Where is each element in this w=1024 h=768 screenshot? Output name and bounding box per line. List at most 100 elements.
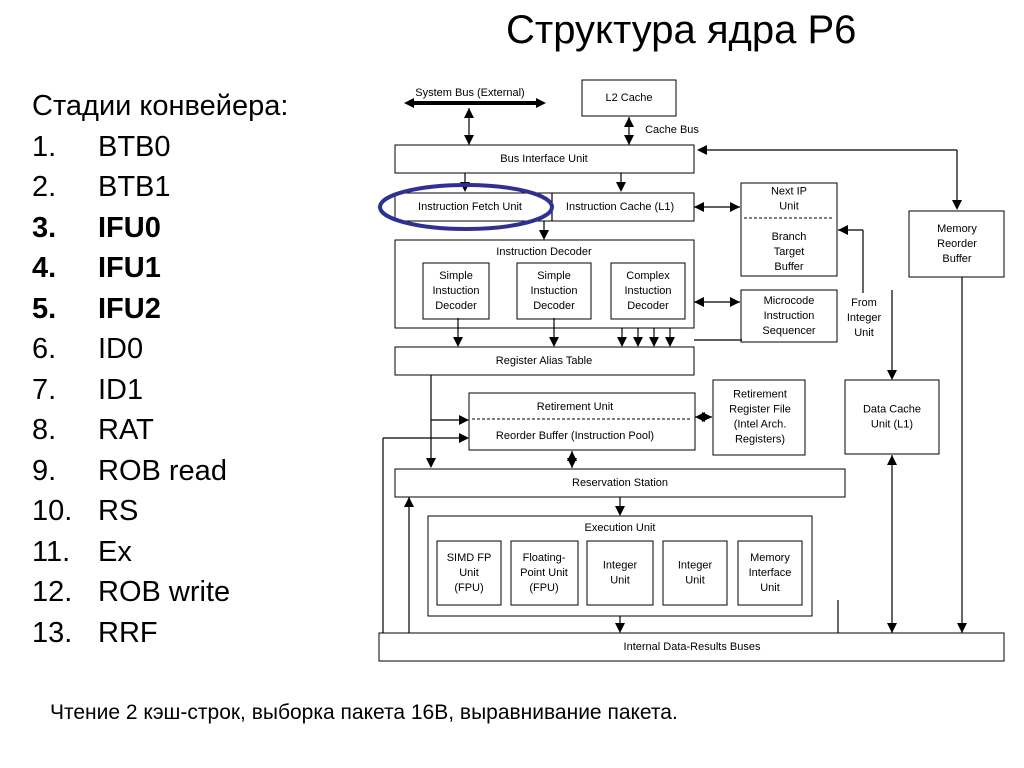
retirement-register-file-label: Registers) (735, 433, 785, 445)
arrowhead (838, 225, 848, 235)
btb-label: Buffer (774, 261, 803, 273)
next-ip-label: Next IP (771, 185, 807, 197)
stage-item: 8.RAT (32, 410, 288, 451)
simple-decoder-1-label: Decoder (435, 300, 477, 312)
internal-buses-box (378, 632, 1005, 662)
microcode-sequencer-label: Sequencer (762, 325, 816, 337)
stage-label: IFU1 (98, 252, 161, 284)
system-bus-arrow-left (404, 98, 414, 108)
stage-item: 12. ROB write (32, 572, 288, 613)
arrowhead (730, 297, 740, 307)
microcode-sequencer-label: Microcode (764, 295, 815, 307)
floating-point-unit-label: (FPU) (529, 582, 558, 594)
stage-label: ROB write (98, 576, 231, 608)
simple-decoder-2-label: Decoder (533, 300, 575, 312)
arrowhead (957, 623, 967, 633)
system-bus-label: System Bus (External) (415, 87, 524, 99)
stage-number: 5. (32, 292, 57, 325)
next-ip-box (740, 182, 838, 277)
stage-number: 2. (32, 171, 57, 203)
bus-interface-unit-box (394, 144, 695, 174)
retirement-register-file-label: Register File (729, 403, 791, 415)
cache-bus-label: Cache Bus (645, 124, 699, 136)
stage-number: 3. (32, 211, 57, 244)
slide-title: Структура ядра P6 (506, 8, 857, 52)
register-alias-table-box (394, 346, 695, 376)
arrowhead (665, 337, 675, 347)
arrowhead (464, 135, 474, 145)
memory-reorder-buffer-label: Memory (937, 223, 977, 235)
data-cache-unit-box (844, 379, 940, 455)
retirement-register-file-box (712, 379, 806, 456)
microcode-sequencer-box (740, 289, 838, 343)
arrowhead (624, 117, 634, 127)
instruction-decoder-label: Instruction Decoder (496, 246, 592, 258)
simple-decoder-2-label: Simple (537, 270, 571, 282)
arrowhead (616, 182, 626, 192)
arrowhead (952, 200, 962, 210)
arrowhead (633, 337, 643, 347)
arrowhead (624, 135, 634, 145)
floating-point-unit-box (510, 540, 579, 606)
complex-decoder-box (610, 262, 686, 320)
stage-item: 2.BTB1 (32, 167, 288, 208)
l2-cache-box (581, 79, 677, 117)
memory-reorder-buffer-label: Reorder (937, 238, 977, 250)
arrowhead (617, 337, 627, 347)
stage-label: IFU2 (98, 292, 161, 325)
complex-decoder-label: Complex (626, 270, 670, 282)
stage-number: 12. (32, 576, 73, 608)
arrowhead (695, 412, 705, 422)
arrowhead (615, 506, 625, 516)
memory-interface-unit-label: Memory (750, 552, 790, 564)
stage-label: ID0 (98, 333, 144, 365)
memory-interface-unit-box (737, 540, 803, 606)
stage-number: 11. (32, 535, 71, 568)
simple-decoder-1-box (422, 262, 490, 320)
retirement-register-file-label: Retirement (733, 388, 787, 400)
memory-reorder-buffer-box (908, 210, 1005, 278)
stage-item: 13.RRF (32, 613, 288, 654)
arrowhead (649, 337, 659, 347)
arrowhead (549, 337, 559, 347)
arrowhead (539, 230, 549, 240)
instruction-fetch-unit-label: Instruction Fetch Unit (418, 201, 522, 213)
arrowhead (887, 455, 897, 465)
stage-item: 6. ID0 (32, 329, 288, 370)
microcode-sequencer-label: Instruction (764, 310, 815, 322)
stage-number: 4. (32, 252, 57, 284)
stage-item: 10.RS (32, 491, 288, 532)
stage-label: ROB read (98, 454, 227, 487)
complex-decoder-label: Instuction (624, 285, 671, 297)
stage-label: RRF (98, 616, 158, 649)
arrowhead (459, 433, 469, 443)
simple-decoder-1-label: Instuction (432, 285, 479, 297)
complex-decoder-label: Decoder (627, 300, 669, 312)
stage-item: 7.ID1 (32, 370, 288, 411)
stage-label: ID1 (98, 373, 144, 406)
data-cache-unit-label: Unit (L1) (871, 418, 913, 430)
instruction-cache-label: Instruction Cache (L1) (566, 201, 674, 213)
stage-number: 10. (32, 495, 73, 527)
highlight-ellipse (378, 183, 554, 231)
stage-item: 1.BTB0 (32, 127, 288, 168)
floating-point-unit-label: Point Unit (520, 567, 568, 579)
stage-number: 6. (32, 333, 57, 365)
stage-label: BTB0 (98, 130, 171, 163)
btb-label: Branch (772, 231, 807, 243)
stage-item: 5. IFU2 (32, 289, 288, 330)
stage-label: Ex (98, 535, 132, 568)
simd-fp-unit-label: (FPU) (454, 582, 483, 594)
floating-point-unit-label: Floating- (523, 552, 566, 564)
memory-reorder-buffer-label: Buffer (942, 253, 971, 265)
integer-unit-2-label: Integer (678, 559, 713, 571)
from-integer-unit-label: Unit (854, 327, 874, 339)
from-integer-unit-label: Integer (847, 312, 882, 324)
arrowhead (887, 370, 897, 380)
simple-decoder-2-box (516, 262, 592, 320)
arrowhead (730, 202, 740, 212)
integer-unit-2-box (662, 540, 728, 606)
arrowhead (426, 458, 436, 468)
simd-fp-unit-label: SIMD FP (447, 552, 492, 564)
